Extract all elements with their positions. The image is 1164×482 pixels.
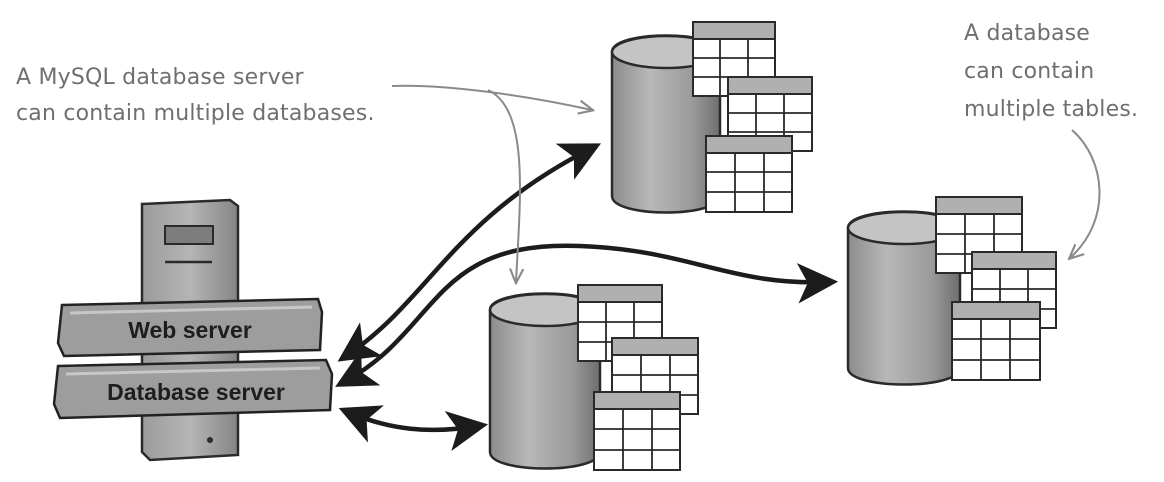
web-server-band: Web server: [56, 297, 324, 358]
server-annotation: A MySQL database server can contain mult…: [16, 65, 375, 126]
arrow-to-right-database: [335, 243, 839, 387]
pointer-to-bottom-database: [487, 89, 520, 282]
database-bottom: [488, 284, 699, 471]
table-icon: [593, 391, 681, 471]
db-note-line1: A database: [964, 21, 1090, 46]
arrow-to-bottom-database: [338, 405, 488, 451]
server-note-line2: can contain multiple databases.: [16, 101, 375, 126]
server-icon: Web server Database server: [52, 198, 334, 462]
pointer-to-right-database: [1070, 129, 1101, 258]
database-server-band: Database server: [52, 358, 334, 420]
table-icon: [951, 301, 1041, 381]
database-server-label: Database server: [107, 379, 285, 405]
web-server-label: Web server: [128, 317, 252, 343]
pointer-to-top-database: [391, 84, 592, 110]
database-annotation: A database can contain multiple tables.: [964, 21, 1138, 122]
connection-arrows: [335, 143, 839, 451]
database-top: [610, 21, 813, 214]
annotation-pointers: [391, 84, 1101, 282]
database-right: [846, 196, 1057, 386]
table-icon: [705, 135, 793, 213]
server-note-line1: A MySQL database server: [16, 65, 305, 90]
db-note-line3: multiple tables.: [964, 97, 1138, 122]
db-note-line2: can contain: [964, 59, 1094, 84]
